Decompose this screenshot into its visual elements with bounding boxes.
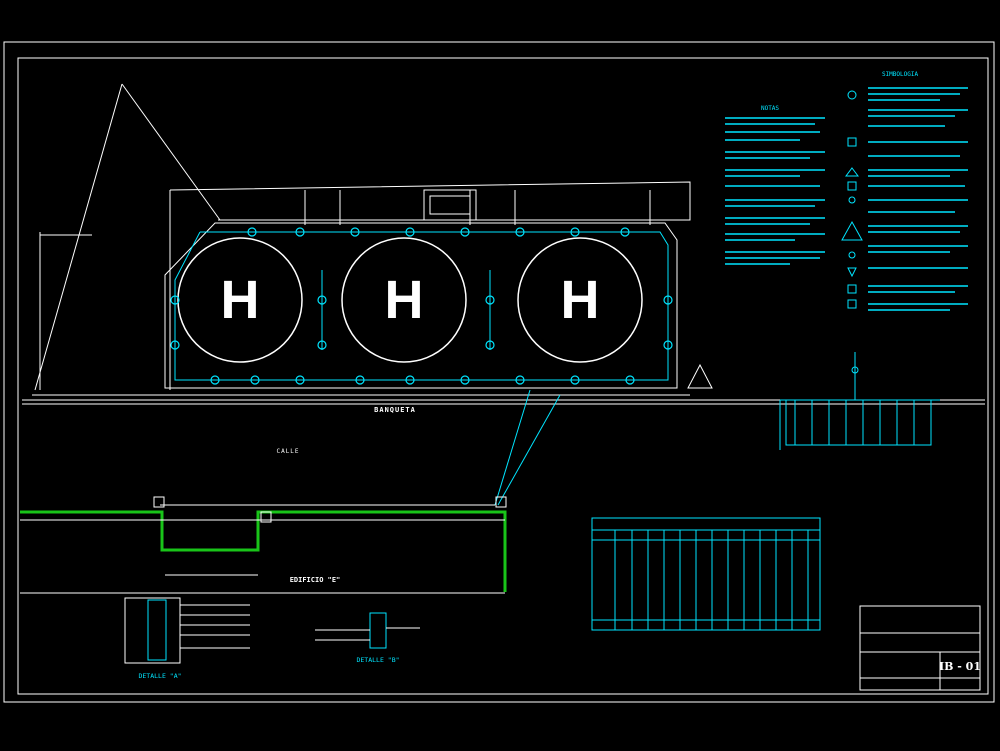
detail-b: DETALLE "B" — [315, 612, 420, 664]
banqueta-label: BANQUETA — [374, 406, 416, 414]
title-block — [859, 605, 981, 691]
svg-text:NOTAS: NOTAS — [761, 105, 779, 112]
load-table — [591, 517, 821, 631]
symbology-block: SIMBOLOGIA — [841, 71, 968, 311]
inner-border — [17, 57, 989, 695]
svg-text:H: H — [385, 270, 424, 330]
edificio-label: EDIFICIO "E" — [290, 576, 341, 584]
helipad-2: H — [341, 237, 467, 363]
detail-a: DETALLE "A" — [124, 597, 250, 680]
perimeter-wiring — [174, 231, 669, 506]
building-wiring — [20, 496, 507, 594]
helipad-1: H — [177, 237, 303, 363]
helipad-3: H — [517, 237, 643, 363]
svg-text:DETALLE "B": DETALLE "B" — [356, 656, 399, 664]
outer-border — [3, 41, 995, 703]
svg-text:H: H — [221, 270, 260, 330]
building-outline — [20, 510, 507, 592]
single-line-diagram — [779, 352, 940, 450]
helipad-platform — [164, 189, 678, 390]
svg-text:SIMBOLOGIA: SIMBOLOGIA — [882, 71, 919, 78]
calle-label: CALLE — [276, 448, 299, 455]
warning-triangle-icon — [687, 363, 713, 389]
svg-text:H: H — [561, 270, 600, 330]
light-fixtures — [170, 227, 673, 385]
notes-block: NOTAS — [725, 105, 825, 265]
svg-text:DETALLE "A": DETALLE "A" — [138, 672, 181, 680]
sheet-code: IB - 01 — [939, 660, 981, 673]
